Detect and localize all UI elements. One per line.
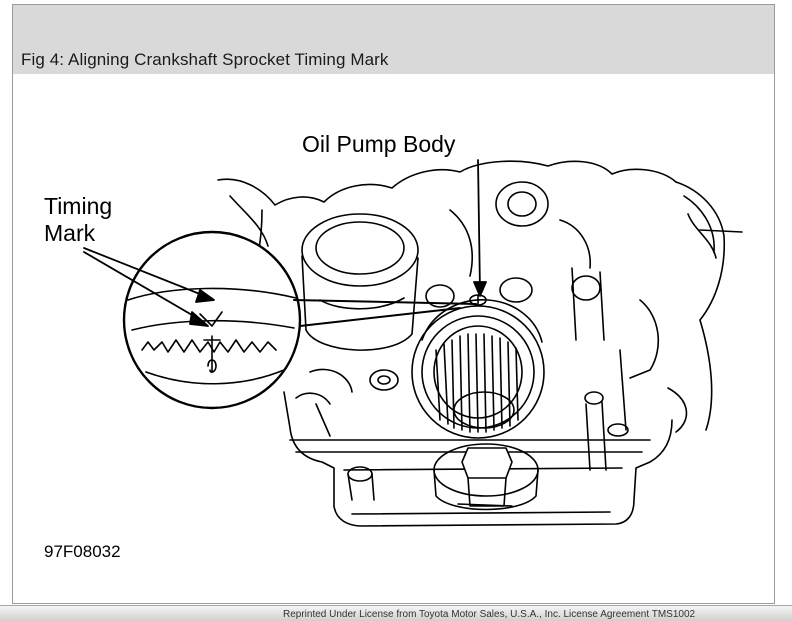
magnifier-leaders: [293, 299, 477, 327]
label-arrows: [83, 159, 487, 327]
caption-bar: Fig 4: Aligning Crankshaft Sprocket Timi…: [13, 5, 774, 74]
lower-bolts: [295, 368, 399, 501]
pump-bosses: [425, 181, 605, 341]
timing-detail-circle: [122, 230, 302, 410]
license-credit: Reprinted Under License from Toyota Moto…: [283, 609, 696, 620]
crankshaft-sprocket: [411, 294, 545, 439]
timing-label-line2: Mark: [44, 220, 96, 246]
oil-filter: [301, 213, 419, 351]
crankshaft-bolt: [433, 443, 539, 511]
footer-bar: Reprinted Under License from Toyota Moto…: [0, 605, 792, 621]
oil-pump-body-label: Oil Pump Body: [302, 131, 456, 157]
tensioner-bracket: [584, 195, 743, 471]
figure-id-label: 97F08032: [44, 542, 121, 561]
timing-label-line1: Timing: [44, 193, 112, 219]
figure-caption: Fig 4: Aligning Crankshaft Sprocket Timi…: [21, 50, 389, 69]
